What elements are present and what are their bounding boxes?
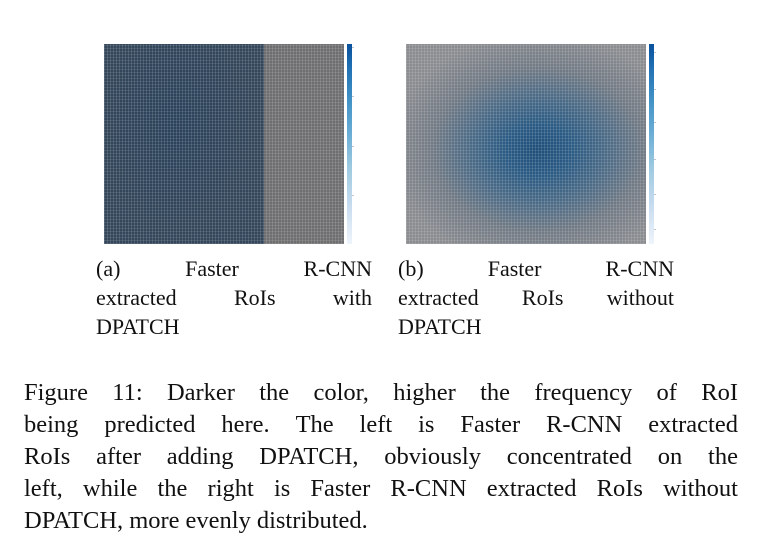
caption-word: adding: [166, 443, 234, 470]
subcaption-line: (a) Faster R-CNN: [96, 254, 372, 283]
subcaption-word: RoIs: [233, 285, 276, 310]
figure-caption: Figure 11: Darker the color, higher the frequen…: [24, 377, 738, 537]
colorbar-tick: [654, 89, 656, 90]
colorbar-tick: [352, 146, 354, 147]
subcaption-word: extracted: [398, 285, 479, 310]
colorbar-tick: [352, 47, 354, 48]
caption-word: R-CNN: [546, 411, 623, 438]
caption-word: R-CNN: [390, 475, 467, 502]
heatmap-gray-region: [264, 44, 344, 244]
subcaption-word: Faster: [185, 256, 239, 281]
heatmap-grid: [104, 44, 344, 244]
caption-word: while: [82, 475, 138, 502]
subcaption-line: DPATCH: [96, 312, 372, 341]
caption-word: more: [129, 507, 180, 534]
subcaption-line: (b) Faster R-CNN: [398, 254, 674, 283]
caption-word: on: [657, 443, 683, 470]
caption-word: after: [96, 443, 141, 470]
caption-word: right: [207, 475, 254, 502]
caption-word: evenly: [185, 507, 251, 534]
heatmap-grid: [406, 44, 646, 244]
heatmap-dark-region: [104, 44, 264, 244]
caption-word: left: [359, 411, 393, 438]
subcaption-line: extracted RoIs with: [96, 283, 372, 312]
subcaption-word: (b): [398, 256, 424, 281]
subcaption-word: without: [606, 285, 674, 310]
caption-word: is: [418, 411, 435, 438]
caption-word: concentrated: [506, 443, 632, 470]
colorbar-tick: [654, 229, 656, 230]
caption-word: Figure: [24, 379, 88, 406]
colorbar-tick: [654, 194, 656, 195]
caption-word: is: [273, 475, 291, 502]
colorbar-tick: [654, 159, 656, 160]
caption-word: distributed.: [256, 507, 368, 534]
caption-word: higher: [393, 379, 456, 406]
colorbar-tick: [352, 96, 354, 97]
caption-word: DPATCH,: [259, 443, 359, 470]
colorbar-b: [649, 44, 654, 244]
caption-word: Darker: [166, 379, 235, 406]
caption-word: RoIs: [24, 443, 71, 470]
caption-word: predicted: [104, 411, 196, 438]
subcaption-b: (b) Faster R-CNN extracted RoIs without …: [398, 254, 674, 341]
subcaption-line: extracted RoIs without: [398, 283, 674, 312]
subcaption-line: DPATCH: [398, 312, 674, 341]
caption-word: the: [259, 379, 290, 406]
roi-heatmap-with-dpatch: [104, 44, 344, 244]
caption-word: 11:: [112, 379, 143, 406]
subcaption-word: R-CNN: [605, 256, 674, 281]
caption-word: extracted: [648, 411, 738, 438]
caption-word: the: [480, 379, 511, 406]
colorbar-tick: [654, 52, 656, 53]
caption-word: DPATCH,: [24, 507, 124, 534]
caption-word: The: [295, 411, 334, 438]
caption-word: RoI: [701, 379, 738, 406]
caption-word: Faster: [310, 475, 371, 502]
caption-line: Figure 11: Darker the color, higher the frequen…: [24, 377, 738, 409]
subcaption-word: Faster: [487, 256, 542, 281]
caption-word: left,: [24, 475, 63, 502]
caption-word: RoIs: [596, 475, 643, 502]
subcaption-a: (a) Faster R-CNN extracted RoIs with DPA…: [96, 254, 372, 341]
dpatch-term: DPATCH: [96, 314, 180, 339]
roi-heatmap-without-dpatch: [406, 44, 646, 244]
subcaption-word: (a): [96, 256, 121, 281]
subcaption-word: RoIs: [521, 285, 564, 310]
subcaption-word: extracted: [96, 285, 177, 310]
caption-word: being: [24, 411, 79, 438]
caption-word: without: [663, 475, 738, 502]
dpatch-term: DPATCH: [398, 314, 482, 339]
caption-word: Faster: [460, 411, 521, 438]
caption-word: obviously: [384, 443, 481, 470]
caption-word: the: [157, 475, 188, 502]
subcaption-word: with: [332, 285, 372, 310]
heatmap-gradient: [406, 44, 646, 244]
colorbar-tick: [654, 122, 656, 123]
caption-word: frequency: [534, 379, 633, 406]
caption-word: the: [708, 443, 738, 470]
caption-word: of: [656, 379, 677, 406]
colorbar-tick: [352, 195, 354, 196]
caption-line: RoIs after adding DPATCH, obviously concentra…: [24, 441, 738, 473]
subcaption-word: R-CNN: [303, 256, 372, 281]
caption-word: extracted: [486, 475, 577, 502]
caption-word: here.: [221, 411, 270, 438]
caption-word: color,: [313, 379, 369, 406]
colorbar-a: [347, 44, 352, 244]
